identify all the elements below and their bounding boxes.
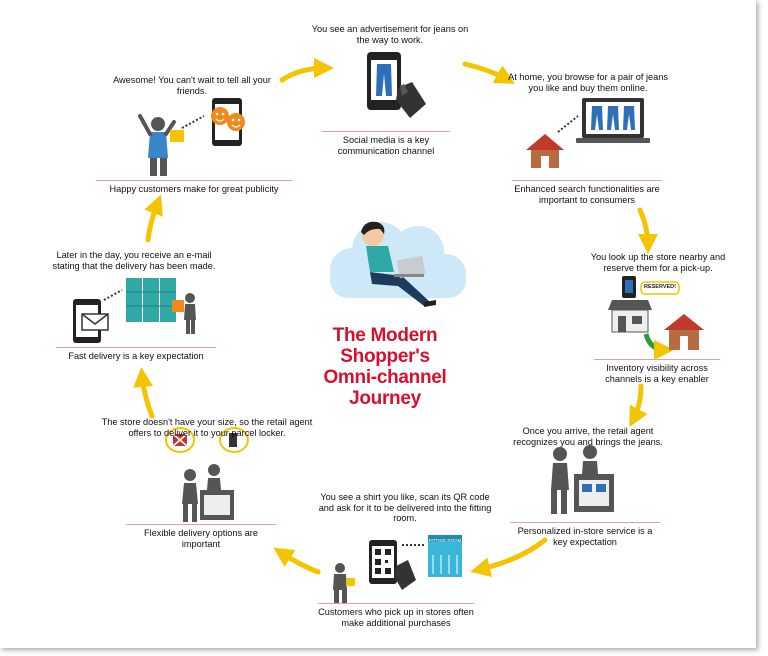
step-8-text: Awesome! You can't wait to tell all your… <box>113 75 271 96</box>
step-2-key-point: Enhanced search functionalities are impo… <box>512 180 662 205</box>
step-4-key-point: Personalized in-store service is a key e… <box>510 522 660 547</box>
arrow-2 <box>462 61 515 84</box>
step-8-key-point: Happy customers make for great publicity <box>96 180 292 195</box>
step-7-key-point: Fast delivery is a key expectation <box>56 347 216 362</box>
store-agent-bubbles-icon <box>165 427 250 522</box>
shopper-with-laptop-icon <box>361 221 436 307</box>
step-3-key-point: Inventory visibility across channels is … <box>594 359 720 384</box>
qr-scan-fitting-room-icon <box>333 535 462 604</box>
retail-agent-counter-icon <box>551 445 614 514</box>
page-title: The Modern Shopper's Omni-channel Journe… <box>323 325 447 409</box>
store-reservation-icon <box>608 276 704 360</box>
arrow-3 <box>637 207 658 254</box>
cloud-illustration <box>330 221 466 307</box>
happy-customer-sharing-icon <box>138 98 245 176</box>
step-1-text: You see an advertisement for jeans on th… <box>311 24 469 45</box>
step-6-key-point: Flexible delivery options are important <box>126 524 276 549</box>
step-7-text: Later in the day, you receive an e-mail … <box>52 250 216 271</box>
step-1-key-point: Social media is a key communication chan… <box>322 131 450 156</box>
arrow-6 <box>273 547 321 575</box>
journey-artwork <box>73 52 704 604</box>
email-and-lockers-icon <box>73 278 196 343</box>
arrow-7 <box>133 367 155 419</box>
house-and-laptop-icon <box>526 98 650 168</box>
arrow-4 <box>629 383 648 428</box>
fitting-room-sign: FITTING ROOM <box>428 538 462 543</box>
arrow-8 <box>144 194 163 243</box>
arrow-5 <box>470 537 548 577</box>
step-5-text: You see a shirt you like, scan its QR co… <box>318 492 492 523</box>
phone-with-jeans-icon <box>367 52 426 118</box>
step-3-text: You look up the store nearby and reserve… <box>590 252 726 273</box>
step-2-text: At home, you browse for a pair of jeans … <box>508 72 668 93</box>
infographic-card: RESERVED! FITTING ROOM The Modern Shoppe… <box>52 24 726 628</box>
cycle-arrows <box>133 58 658 577</box>
step-4-text: Once you arrive, the retail agent recogn… <box>513 426 663 447</box>
step-5-key-point: Customers who pick up in stores often ma… <box>318 603 474 628</box>
arrow-1 <box>279 58 334 83</box>
reserved-badge: RESERVED! <box>644 284 676 290</box>
step-6-text: The store doesn't have your size, so the… <box>101 417 313 438</box>
